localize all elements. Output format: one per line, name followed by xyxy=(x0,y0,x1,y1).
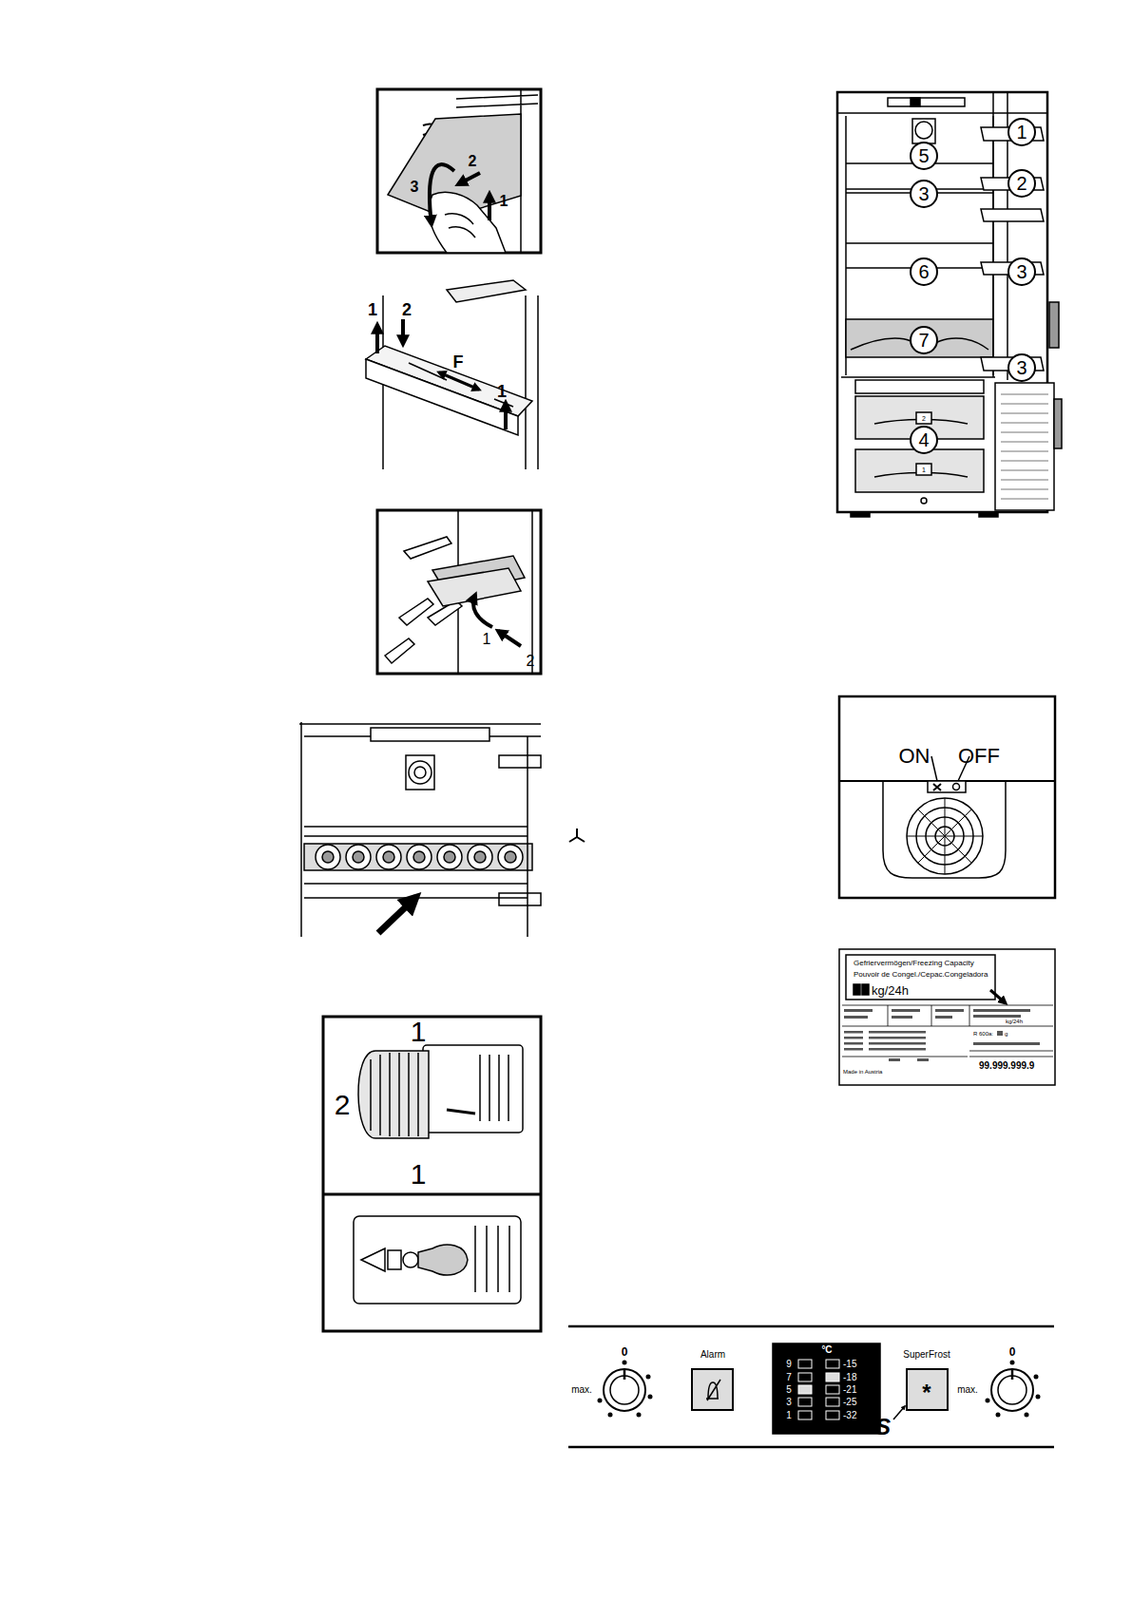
step-number: 2 xyxy=(402,301,412,319)
callout-circle: 1 xyxy=(1007,117,1037,147)
step-number: 1 xyxy=(497,383,507,401)
temperature-value: -25 xyxy=(843,1398,857,1408)
plate-text: kg/24h xyxy=(871,984,909,998)
step-number: 3 xyxy=(410,179,420,195)
callout-circle: 6 xyxy=(909,257,939,287)
temperature-value: 9 xyxy=(786,1360,792,1370)
callout-number: 7 xyxy=(918,330,929,350)
drawer-number: 2 xyxy=(921,415,926,423)
temperature-value: 3 xyxy=(786,1398,792,1408)
dial-mark: 0 xyxy=(621,1346,629,1359)
callout-circle: 7 xyxy=(909,326,939,355)
plate-text: kg/24h xyxy=(1005,1018,1023,1025)
callout-circle: 3 xyxy=(1007,257,1037,287)
temperature-value: 1 xyxy=(786,1411,792,1421)
temperature-value: -15 xyxy=(843,1360,857,1370)
step-number: 1 xyxy=(410,1160,427,1190)
temperature-value: -32 xyxy=(843,1411,857,1421)
callout-circle: 5 xyxy=(909,141,939,171)
step-number: 2 xyxy=(468,153,478,170)
callout-number: 4 xyxy=(918,430,929,450)
plate-text: Gefriervermögen/Freezing Capacity xyxy=(853,959,975,968)
callout-number: 2 xyxy=(1016,173,1027,193)
button-label: Alarm xyxy=(700,1350,726,1361)
callout-circle: 4 xyxy=(909,425,939,455)
button-label: SuperFrost xyxy=(902,1350,950,1361)
callout-number: 3 xyxy=(1016,262,1027,282)
dial-mark: 0 xyxy=(1009,1346,1017,1359)
logo-letter: S xyxy=(875,1416,891,1439)
step-number: 2 xyxy=(334,1091,351,1120)
switch-label: OFF xyxy=(958,746,1000,768)
step-number: 1 xyxy=(367,301,378,319)
step-number: 2 xyxy=(526,653,536,670)
callout-number: 1 xyxy=(1016,122,1027,142)
temperature-value: 7 xyxy=(786,1373,792,1383)
temperature-value: -18 xyxy=(843,1373,857,1383)
button-symbol: * xyxy=(921,1381,931,1405)
callout-number: 3 xyxy=(918,184,929,204)
plate-text: R 600a: xyxy=(973,1031,994,1037)
callout-circle: 3 xyxy=(1007,353,1037,383)
dial-mark: max. xyxy=(571,1385,593,1396)
step-number: 1 xyxy=(410,1017,427,1047)
force-label: F xyxy=(453,353,464,371)
callout-number: 6 xyxy=(918,262,929,282)
drawer-number: 1 xyxy=(921,466,926,474)
plate-text: g xyxy=(1004,1031,1008,1037)
temperature-value: 5 xyxy=(786,1385,792,1396)
plate-text: Made in Austria xyxy=(843,1069,883,1075)
step-number: 1 xyxy=(499,193,509,210)
callout-circle: 2 xyxy=(1007,169,1037,198)
callout-number: 3 xyxy=(1016,358,1027,378)
plate-text: Pouvoir de Congel./Cepac.Congeladora xyxy=(853,971,988,979)
callout-circle: 3 xyxy=(909,179,939,209)
serial-number: 99.999.999.9 xyxy=(978,1061,1035,1072)
display-unit: °C xyxy=(821,1345,832,1356)
switch-label: ON xyxy=(899,746,931,768)
step-number: 1 xyxy=(482,632,492,648)
callout-number: 5 xyxy=(918,146,929,166)
dial-mark: max. xyxy=(957,1385,979,1396)
temperature-value: -21 xyxy=(843,1385,857,1396)
